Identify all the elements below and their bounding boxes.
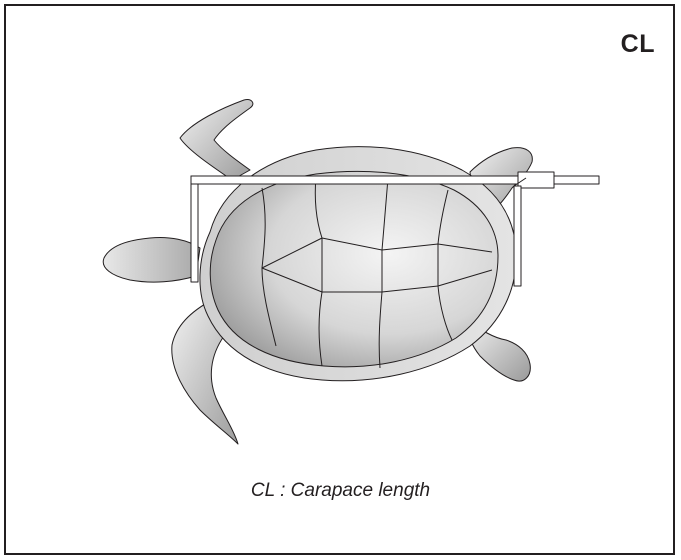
figure-code: CL bbox=[621, 30, 655, 59]
head bbox=[103, 237, 200, 282]
caliper-fixed-jaw bbox=[191, 176, 198, 282]
caliper-moving-jaw bbox=[514, 186, 521, 286]
figure-caption: CL : Carapace length bbox=[0, 480, 681, 502]
carapace bbox=[210, 171, 498, 366]
front-left-flipper bbox=[180, 100, 253, 180]
